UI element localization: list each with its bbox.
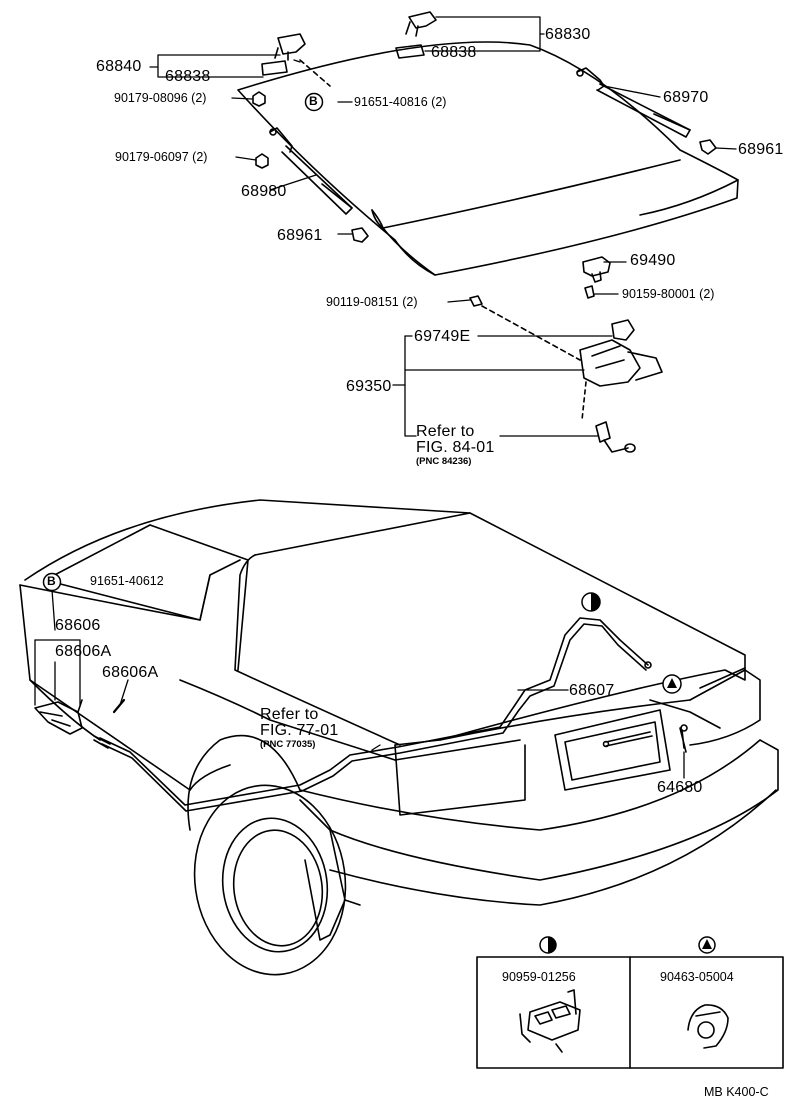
back-door-panel — [237, 41, 739, 276]
b-marker-lower — [42, 572, 62, 592]
part-label-68840: 68840 — [96, 58, 142, 75]
b-marker-upper — [304, 92, 324, 112]
part-label-69350: 69350 — [346, 378, 392, 395]
nut-90179-06097 — [255, 153, 269, 169]
opener-cable — [99, 617, 721, 812]
refer-text: Refer to — [416, 423, 475, 440]
half-circle-symbol — [539, 592, 601, 954]
inset-part-label: 90959-01256 — [502, 970, 576, 984]
hidden-line — [481, 305, 581, 361]
part-label-68606A: 68606A — [102, 664, 159, 681]
part-label-90119-08151: 90119-08151 (2) — [326, 295, 418, 309]
part-label-68607: 68607 — [569, 682, 615, 699]
part-label-91651-40612: 91651-40612 — [90, 574, 164, 588]
bolt-90119-08151 — [469, 295, 483, 307]
trunk-opener-latch — [602, 724, 688, 753]
lock-switch — [595, 421, 636, 453]
car-body — [19, 499, 779, 976]
damper-stay-right — [576, 67, 691, 138]
part-label-90159-80001: 90159-80001 (2) — [622, 287, 715, 301]
hidden-line — [299, 59, 331, 87]
part-label-64680: 64680 — [657, 779, 703, 796]
refer-figure: FIG. 84-01 — [416, 439, 495, 456]
lock-assembly — [579, 319, 663, 421]
refer-pnc: (PNC 84236) — [416, 456, 472, 467]
part-label-90179-06097: 90179-06097 (2) — [115, 150, 208, 164]
b-marker-letter: B — [47, 574, 56, 588]
diagram-code: MB K400-C — [704, 1085, 769, 1099]
refer-figure: FIG. 77-01 — [260, 722, 339, 739]
part-label-91651-40816: 91651-40816 (2) — [354, 95, 447, 109]
leader-lines-lower — [34, 589, 685, 779]
part-label-68838: 68838 — [431, 44, 477, 61]
part-label-69490: 69490 — [630, 252, 676, 269]
part-label-68961: 68961 — [277, 227, 323, 244]
nut-90179-08096 — [252, 91, 266, 107]
bolt-90159-80001 — [584, 285, 595, 299]
leader-lines-upper — [149, 16, 737, 437]
part-label-69749E: 69749E — [414, 328, 471, 345]
opener-lever — [34, 698, 126, 749]
striker — [582, 256, 611, 283]
part-label-90179-08096: 90179-08096 (2) — [114, 91, 207, 105]
refer-text: Refer to — [260, 706, 319, 723]
hinge-upper-right — [395, 11, 437, 59]
part-label-68606A: 68606A — [55, 643, 112, 660]
refer-pnc: (PNC 77035) — [260, 739, 316, 750]
part-label-68970: 68970 — [663, 89, 709, 106]
clamp-90959 — [519, 989, 581, 1053]
damper-stay-left — [269, 127, 353, 215]
part-label-68980: 68980 — [241, 183, 287, 200]
part-label-68606: 68606 — [55, 617, 101, 634]
part-label-68838: 68838 — [165, 68, 211, 85]
clamp-90463 — [687, 1004, 729, 1049]
stopper-left — [351, 227, 369, 243]
part-label-68830: 68830 — [545, 26, 591, 43]
b-marker-letter: B — [309, 94, 318, 108]
part-label-68961: 68961 — [738, 141, 784, 158]
triangle-symbol — [662, 674, 716, 954]
hinge-upper-left — [261, 33, 306, 76]
inset-box — [476, 956, 784, 1069]
stopper-right — [699, 139, 717, 155]
inset-part-label: 90463-05004 — [660, 970, 734, 984]
